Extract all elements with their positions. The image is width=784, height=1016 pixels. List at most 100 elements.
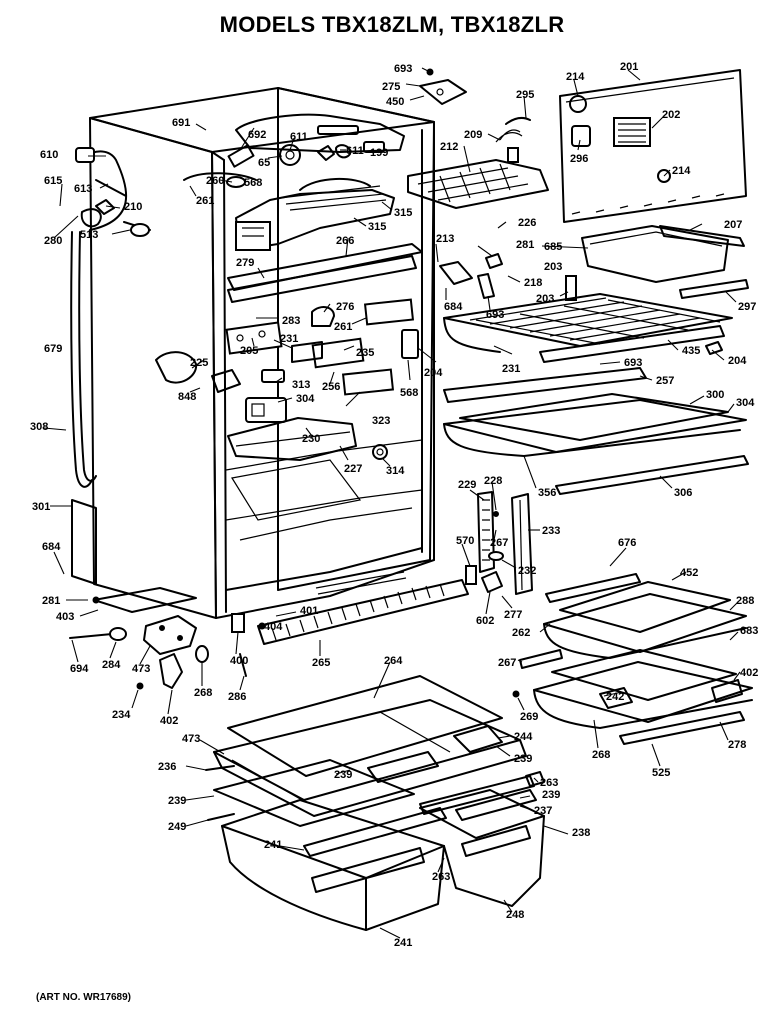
callout: 613 xyxy=(74,183,92,195)
callout: 314 xyxy=(386,465,405,477)
callout: 611 xyxy=(346,145,364,157)
callout: 450 xyxy=(386,96,404,108)
callout: 301 xyxy=(32,501,50,513)
art-number: (ART NO. WR17689) xyxy=(36,992,132,1003)
callout: 691 xyxy=(172,117,190,129)
callout: 231 xyxy=(280,333,298,345)
callout: 279 xyxy=(236,257,254,269)
right-upper-parts xyxy=(407,68,749,495)
callout: 218 xyxy=(524,277,542,289)
callout: 235 xyxy=(356,347,374,359)
callout: 233 xyxy=(542,525,560,537)
callout: 281 xyxy=(516,239,534,251)
callout: 283 xyxy=(282,315,300,327)
toe-grille xyxy=(231,579,469,677)
callout: 266 xyxy=(336,235,354,247)
callout: 267 xyxy=(490,537,508,549)
callout: 400 xyxy=(230,655,248,667)
callout: 693 xyxy=(624,357,642,369)
callout: 275 xyxy=(382,81,400,93)
callout: 261 xyxy=(334,321,352,333)
callout: 615 xyxy=(44,175,62,187)
callout: 227 xyxy=(344,463,362,475)
callout: 65 xyxy=(258,157,270,169)
callout: 202 xyxy=(662,109,680,121)
callout: 297 xyxy=(738,301,756,313)
callout: 296 xyxy=(570,153,588,165)
right-lower-parts xyxy=(512,573,753,745)
callout: 265 xyxy=(312,657,330,669)
callout: 241 xyxy=(394,937,412,949)
callout: 679 xyxy=(44,343,62,355)
right-middle-parts xyxy=(465,491,533,595)
callout: 323 xyxy=(372,415,390,427)
callout: 404 xyxy=(264,621,283,633)
callout: 268 xyxy=(592,749,610,761)
callout: 308 xyxy=(30,421,48,433)
callout: 315 xyxy=(394,207,412,219)
callout: 236 xyxy=(158,761,176,773)
callout: 525 xyxy=(652,767,670,779)
callout: 239 xyxy=(514,753,532,765)
callout: 267 xyxy=(498,657,516,669)
callout: 203 xyxy=(544,261,562,273)
callout: 402 xyxy=(160,715,178,727)
callout: 280 xyxy=(44,235,62,247)
callout: 304 xyxy=(296,393,315,405)
callout: 306 xyxy=(674,487,692,499)
freezer-mechanism-parts xyxy=(155,113,423,461)
callout: 263 xyxy=(540,777,558,789)
callout: 676 xyxy=(618,537,636,549)
callout: 199 xyxy=(370,147,388,159)
callout: 694 xyxy=(70,663,89,675)
callout: 230 xyxy=(302,433,320,445)
callout: 570 xyxy=(456,535,474,547)
callout: 201 xyxy=(620,61,638,73)
callout: 401 xyxy=(300,605,318,617)
callout: 402 xyxy=(740,667,758,679)
callout: 239 xyxy=(334,769,352,781)
callout: 848 xyxy=(178,391,196,403)
callout: 262 xyxy=(512,627,530,639)
callout: 214 xyxy=(566,71,585,83)
callout: 231 xyxy=(502,363,520,375)
leader-lines xyxy=(43,67,741,939)
callout: 693 xyxy=(394,63,412,75)
callout: 269 xyxy=(520,711,538,723)
callout: 204 xyxy=(728,355,747,367)
callout: 295 xyxy=(516,89,534,101)
callout: 315 xyxy=(368,221,386,233)
callout: 225 xyxy=(190,357,208,369)
callout: 268 xyxy=(194,687,212,699)
callout: 304 xyxy=(736,397,755,409)
callout: 212 xyxy=(440,141,458,153)
callout: 281 xyxy=(42,595,60,607)
callout: 313 xyxy=(292,379,310,391)
callout: 277 xyxy=(504,609,522,621)
callout: 683 xyxy=(740,625,758,637)
callout: 242 xyxy=(606,691,624,703)
callout: 568 xyxy=(400,387,418,399)
callout: 249 xyxy=(168,821,186,833)
callout: 205 xyxy=(240,345,258,357)
callout: 684 xyxy=(444,301,463,313)
callout: 403 xyxy=(56,611,74,623)
callout: 692 xyxy=(248,129,266,141)
callout: 276 xyxy=(336,301,354,313)
callout: 611 xyxy=(290,131,308,143)
callout: 228 xyxy=(484,475,502,487)
callout: 232 xyxy=(518,565,536,577)
callout: 288 xyxy=(736,595,754,607)
callout: 602 xyxy=(476,615,494,627)
crisper-drawers xyxy=(205,675,545,931)
callout: 263 xyxy=(432,871,450,883)
callout: 284 xyxy=(102,659,121,671)
callout: 257 xyxy=(656,375,674,387)
callout: 229 xyxy=(458,479,476,491)
callout: 209 xyxy=(464,129,482,141)
callout: 241 xyxy=(264,839,282,851)
callout: 473 xyxy=(132,663,150,675)
callout: 356 xyxy=(538,487,556,499)
callout: 685 xyxy=(544,241,562,253)
